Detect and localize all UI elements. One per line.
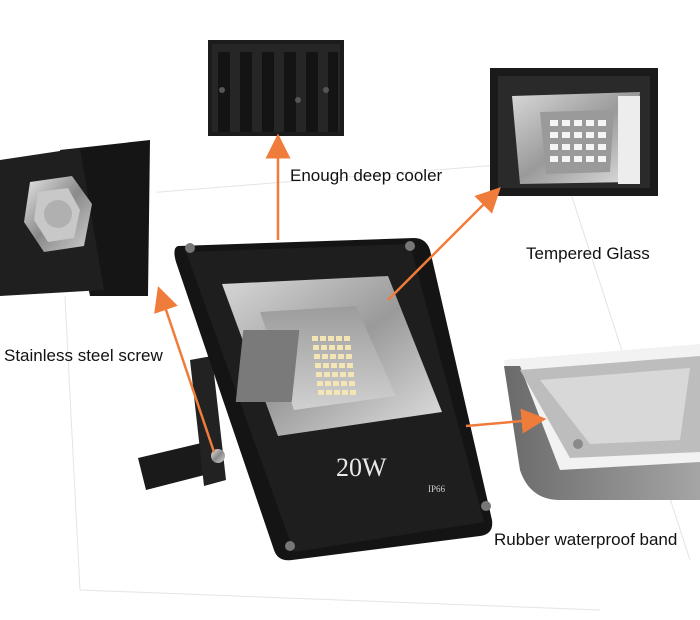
arrow-band [465,408,547,434]
callout-label-band: Rubber waterproof band [494,530,678,549]
corner-screw-icon [481,501,491,511]
inset-cooler [208,40,344,136]
band-screw-icon [573,439,583,449]
side-bolt-icon [211,449,225,463]
wattage-text: 20W [336,453,387,482]
inset-stainless-screw [0,140,160,296]
callout-label-cooler: Enough deep cooler [290,166,443,185]
led-array [312,336,356,395]
callout-arrows [154,133,547,453]
callout-label-screw: Stainless steel screw [4,346,163,365]
corner-screw-icon [405,241,415,251]
arrow-glass [387,187,501,301]
inset-rubber-band [504,344,700,500]
rating-text: IP66 [428,484,446,494]
inset-tempered-glass [490,68,658,196]
arrow-screw [154,286,216,453]
callout-label-glass: Tempered Glass [526,244,650,263]
floodlight-body [138,238,493,561]
corner-screw-icon [185,243,195,253]
corner-screw-icon [285,541,295,551]
